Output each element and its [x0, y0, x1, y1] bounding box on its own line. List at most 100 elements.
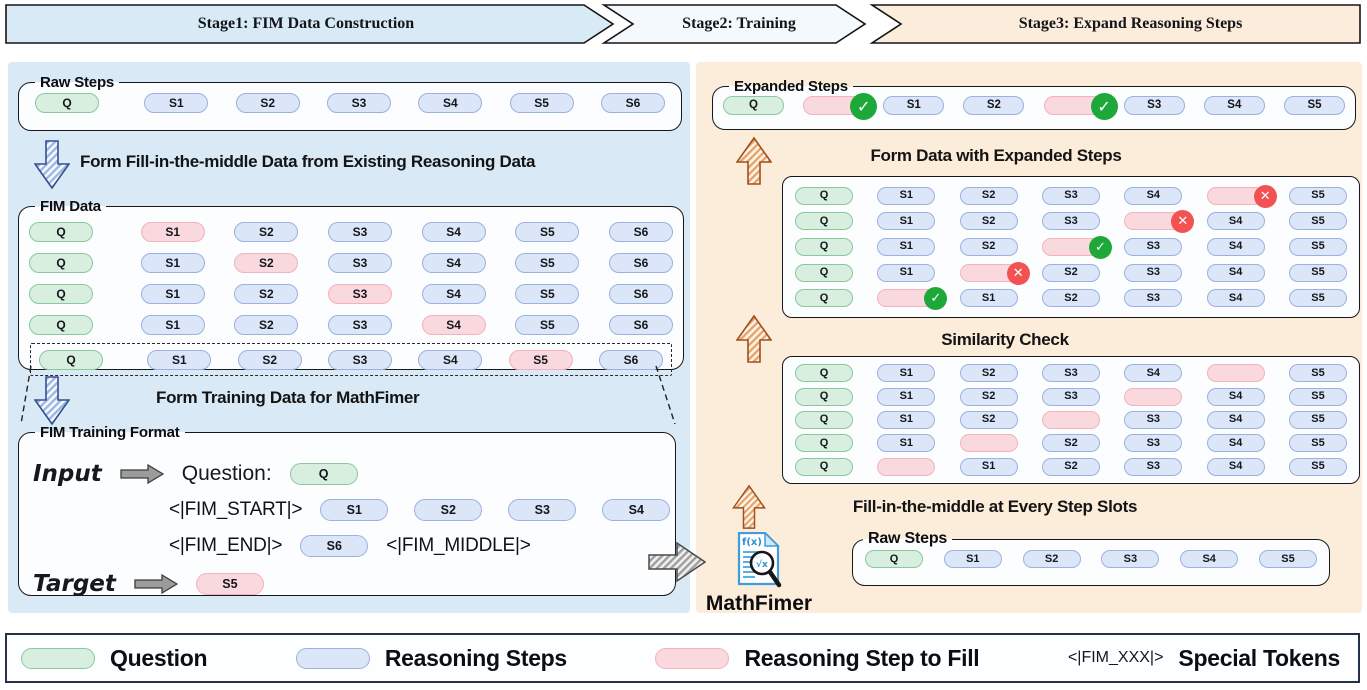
- pill-label: Q: [66, 352, 76, 367]
- up-arrow-icon: [736, 314, 772, 363]
- pill-label: S3: [534, 502, 550, 517]
- step-pill: S4: [421, 283, 486, 304]
- pill-label: S3: [1064, 390, 1078, 403]
- expanded-steps-title: Expanded Steps: [734, 78, 848, 95]
- fim-start-token: <|FIM_START|>: [169, 499, 303, 520]
- step-pill: S3: [327, 252, 392, 273]
- step-pill: S4: [1206, 237, 1265, 256]
- step-pill: S2: [1041, 263, 1100, 282]
- pill-label: Q: [56, 317, 66, 332]
- stage2-label: Stage2: Training: [682, 15, 796, 32]
- pill-label: S3: [352, 317, 368, 332]
- step-pill: S1: [144, 93, 209, 113]
- pill-label: S3: [352, 255, 368, 270]
- step-pill: S5: [1288, 186, 1347, 205]
- pill-label: S2: [981, 390, 996, 403]
- fill-slot-pill: ✓: [1043, 93, 1118, 120]
- pill-label: S1: [165, 286, 180, 301]
- pill-label: S4: [1146, 189, 1161, 202]
- step-pill: S4: [1124, 364, 1183, 383]
- step-pill: S6: [608, 314, 673, 335]
- pill-label: S2: [981, 214, 996, 227]
- pill-label: S1: [899, 189, 914, 202]
- stage2-banner-shape: [601, 4, 867, 44]
- step-pill: S3: [1041, 212, 1100, 231]
- pill-label: S4: [628, 502, 644, 517]
- fill-slot-pill: ✓: [1041, 235, 1112, 259]
- step-pill: S4: [1206, 289, 1265, 308]
- input-label: Input: [33, 461, 102, 487]
- step-pill: S5: [1288, 212, 1347, 231]
- stage3-label: Stage3: Expand Reasoning Steps: [1018, 15, 1243, 32]
- step-pill: S4: [602, 499, 671, 521]
- pill-label: S4: [1228, 460, 1243, 473]
- pill-label: S2: [986, 98, 1001, 111]
- cross-icon: ✕: [1253, 184, 1277, 208]
- pill-label: S2: [440, 502, 456, 517]
- pill-label: S4: [1228, 240, 1243, 253]
- pill-label: S3: [1146, 460, 1161, 473]
- pill-label: S1: [899, 390, 914, 403]
- stage-banners: [5, 4, 1361, 44]
- pill-label: S3: [1146, 291, 1161, 304]
- pipeline-right-arrow-icon: [648, 541, 706, 583]
- fill-slot-pill: [1124, 387, 1183, 406]
- pill-label: S1: [899, 413, 914, 426]
- step-pill: S1: [877, 212, 936, 231]
- question-pill: Q: [865, 550, 923, 568]
- step-pill: S3: [1041, 364, 1100, 383]
- pill-label: S5: [1311, 214, 1325, 227]
- step-pill: S5: [1288, 410, 1347, 429]
- pill-label: S1: [899, 266, 914, 279]
- fill-step-pill: S2: [234, 252, 299, 273]
- step-pill: S3: [1124, 434, 1183, 453]
- question-prompt-label: Question:: [181, 462, 272, 485]
- pill-label: S1: [906, 98, 921, 111]
- step-pill: S5: [1288, 237, 1347, 256]
- legend-steps-label: Reasoning Steps: [384, 644, 567, 671]
- pill-label: S1: [981, 460, 996, 473]
- pill-label: S2: [258, 255, 274, 270]
- pill-label: S4: [1228, 266, 1243, 279]
- check-icon: ✓: [924, 287, 948, 311]
- step-pill: S1: [877, 237, 936, 256]
- pill-label: S4: [1228, 390, 1243, 403]
- step-pill: S4: [1206, 263, 1265, 282]
- fill-step-pill: S1: [140, 221, 205, 242]
- question-pill: Q: [795, 212, 853, 231]
- pill-label: Q: [62, 96, 72, 110]
- step-pill: S4: [1206, 410, 1265, 429]
- step-pill: S6: [608, 283, 673, 304]
- fim-data-title: FIM Data: [40, 198, 101, 215]
- pill-label: S6: [633, 317, 649, 332]
- pill-label: S2: [258, 317, 274, 332]
- pill-label: S6: [633, 224, 649, 239]
- question-pill: Q: [795, 364, 853, 383]
- stage1-label: Stage1: FIM Data Construction: [197, 15, 415, 32]
- step-pill: S4: [1206, 434, 1265, 453]
- step-pill: S3: [327, 349, 392, 370]
- pill-label: Q: [819, 214, 829, 227]
- pill-label: S5: [1281, 552, 1295, 565]
- pill-label: S5: [1311, 436, 1325, 449]
- question-pill: Q: [723, 96, 784, 115]
- target-label: Target: [33, 571, 116, 597]
- step-pill: S3: [1124, 289, 1183, 308]
- fill-slot-pill: [1206, 364, 1265, 383]
- step-pill: S2: [963, 96, 1025, 115]
- pill-label: S5: [539, 286, 555, 301]
- step-pill: S4: [1206, 212, 1265, 231]
- step-pill: S4: [1203, 96, 1265, 115]
- fill-step-pill: S5: [195, 573, 264, 595]
- pill-label: S5: [1311, 189, 1325, 202]
- raw-steps-right-title: Raw Steps: [868, 530, 948, 547]
- pill-label: S5: [533, 352, 548, 367]
- pill-label: S6: [633, 255, 649, 270]
